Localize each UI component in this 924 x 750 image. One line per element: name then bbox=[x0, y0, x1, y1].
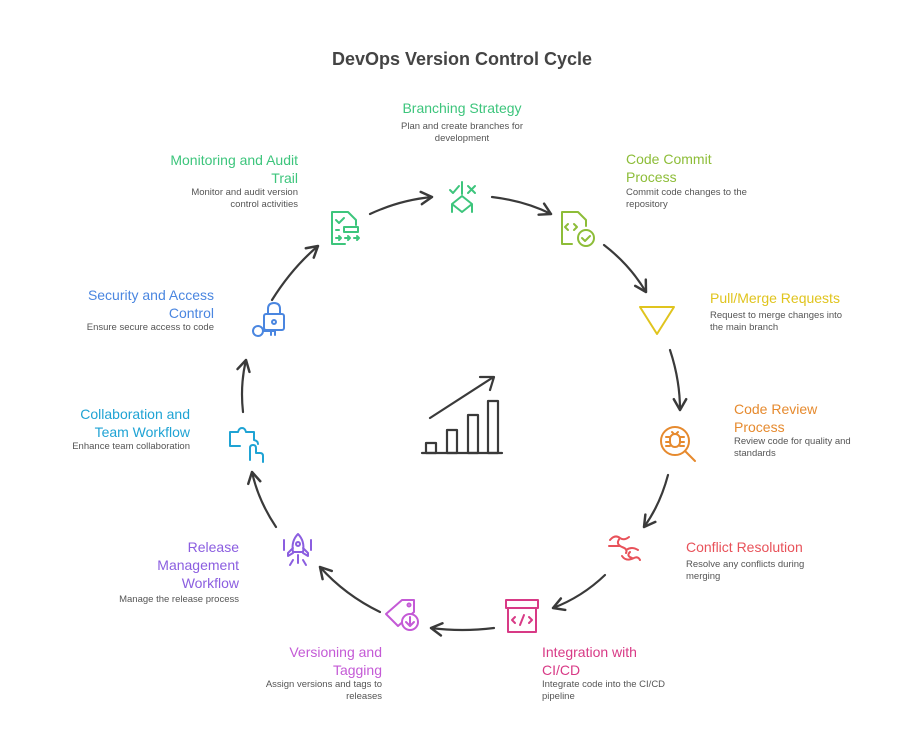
branch-icon bbox=[449, 181, 476, 213]
code-file-check-icon bbox=[561, 211, 595, 247]
bug-search-icon bbox=[660, 426, 696, 462]
arrow-6 bbox=[551, 573, 607, 612]
step-pull-title: Pull/Merge Requests bbox=[710, 290, 840, 306]
code-box-icon bbox=[505, 599, 539, 633]
arrow-2 bbox=[490, 195, 553, 216]
lock-key-icon bbox=[252, 302, 285, 337]
step-release-desc: Manage the release process bbox=[119, 594, 239, 605]
arrow-8 bbox=[318, 565, 382, 614]
arrow-3 bbox=[602, 243, 648, 294]
arrow-4 bbox=[668, 348, 688, 412]
step-collaboration-desc: Enhance team collaboration bbox=[72, 441, 190, 452]
tangled-lines-icon bbox=[608, 535, 641, 561]
tag-download-icon bbox=[385, 599, 419, 631]
diagram-title: DevOps Version Control Cycle bbox=[331, 49, 593, 69]
rocket-icon bbox=[283, 533, 312, 566]
arrow-9 bbox=[247, 470, 278, 529]
growth-chart-icon bbox=[420, 375, 504, 455]
step-branching-title: Branching Strategy bbox=[402, 100, 522, 116]
arrow-10 bbox=[236, 358, 251, 414]
puzzle-hand-icon bbox=[229, 427, 264, 463]
arrow-1 bbox=[368, 190, 434, 216]
audit-document-icon bbox=[331, 211, 360, 245]
funnel-triangle-icon bbox=[639, 306, 675, 335]
step-conflict-title: Conflict Resolution bbox=[686, 539, 803, 555]
arrow-7 bbox=[429, 622, 496, 637]
step-security-desc: Ensure secure access to code bbox=[86, 322, 214, 333]
arrow-5 bbox=[642, 473, 670, 529]
arrow-11 bbox=[270, 244, 320, 302]
